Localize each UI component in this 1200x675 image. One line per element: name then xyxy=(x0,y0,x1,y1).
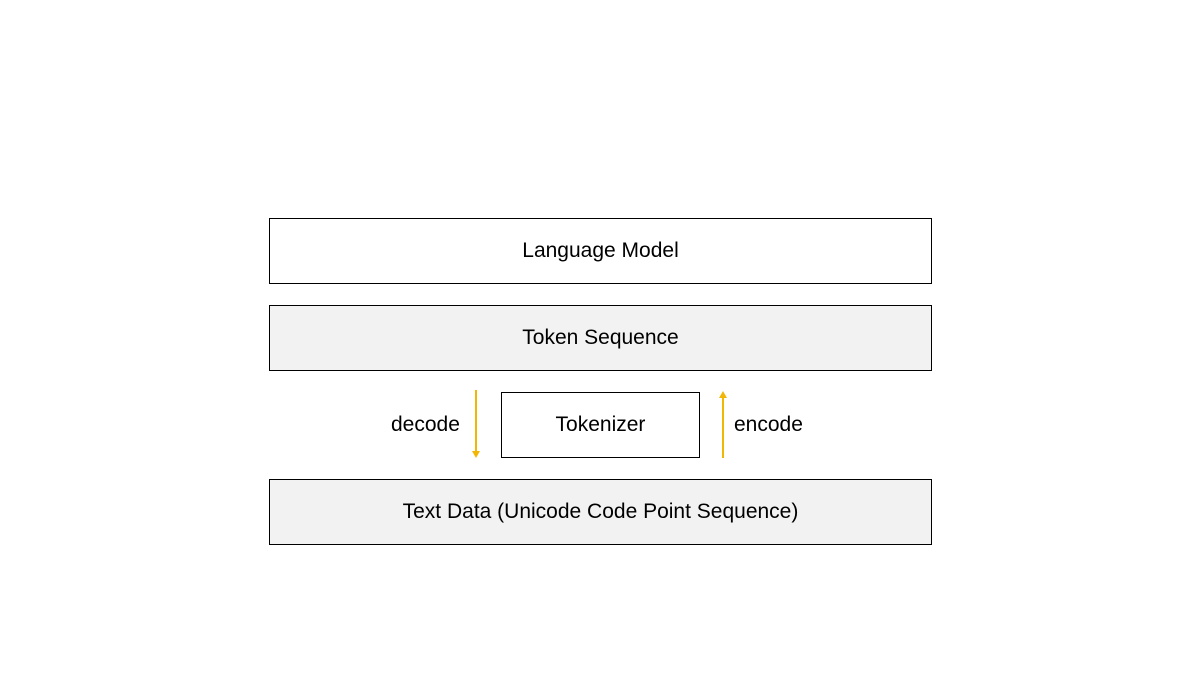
decode-label: decode xyxy=(391,413,460,436)
decode-arrow-down-icon xyxy=(472,390,480,458)
encode-arrow-head xyxy=(719,391,727,398)
text-data-box: Text Data (Unicode Code Point Sequence) xyxy=(269,479,932,545)
token-sequence-label: Token Sequence xyxy=(522,326,679,349)
encode-label: encode xyxy=(734,413,803,436)
language-model-label: Language Model xyxy=(522,239,679,262)
token-sequence-box: Token Sequence xyxy=(269,305,932,371)
tokenizer-label: Tokenizer xyxy=(555,413,646,436)
tokenizer-box: Tokenizer xyxy=(501,392,700,458)
language-model-box: Language Model xyxy=(269,218,932,284)
decode-arrow-head xyxy=(472,451,480,458)
text-data-label: Text Data (Unicode Code Point Sequence) xyxy=(402,500,799,523)
encode-arrow-up-icon xyxy=(719,391,727,458)
